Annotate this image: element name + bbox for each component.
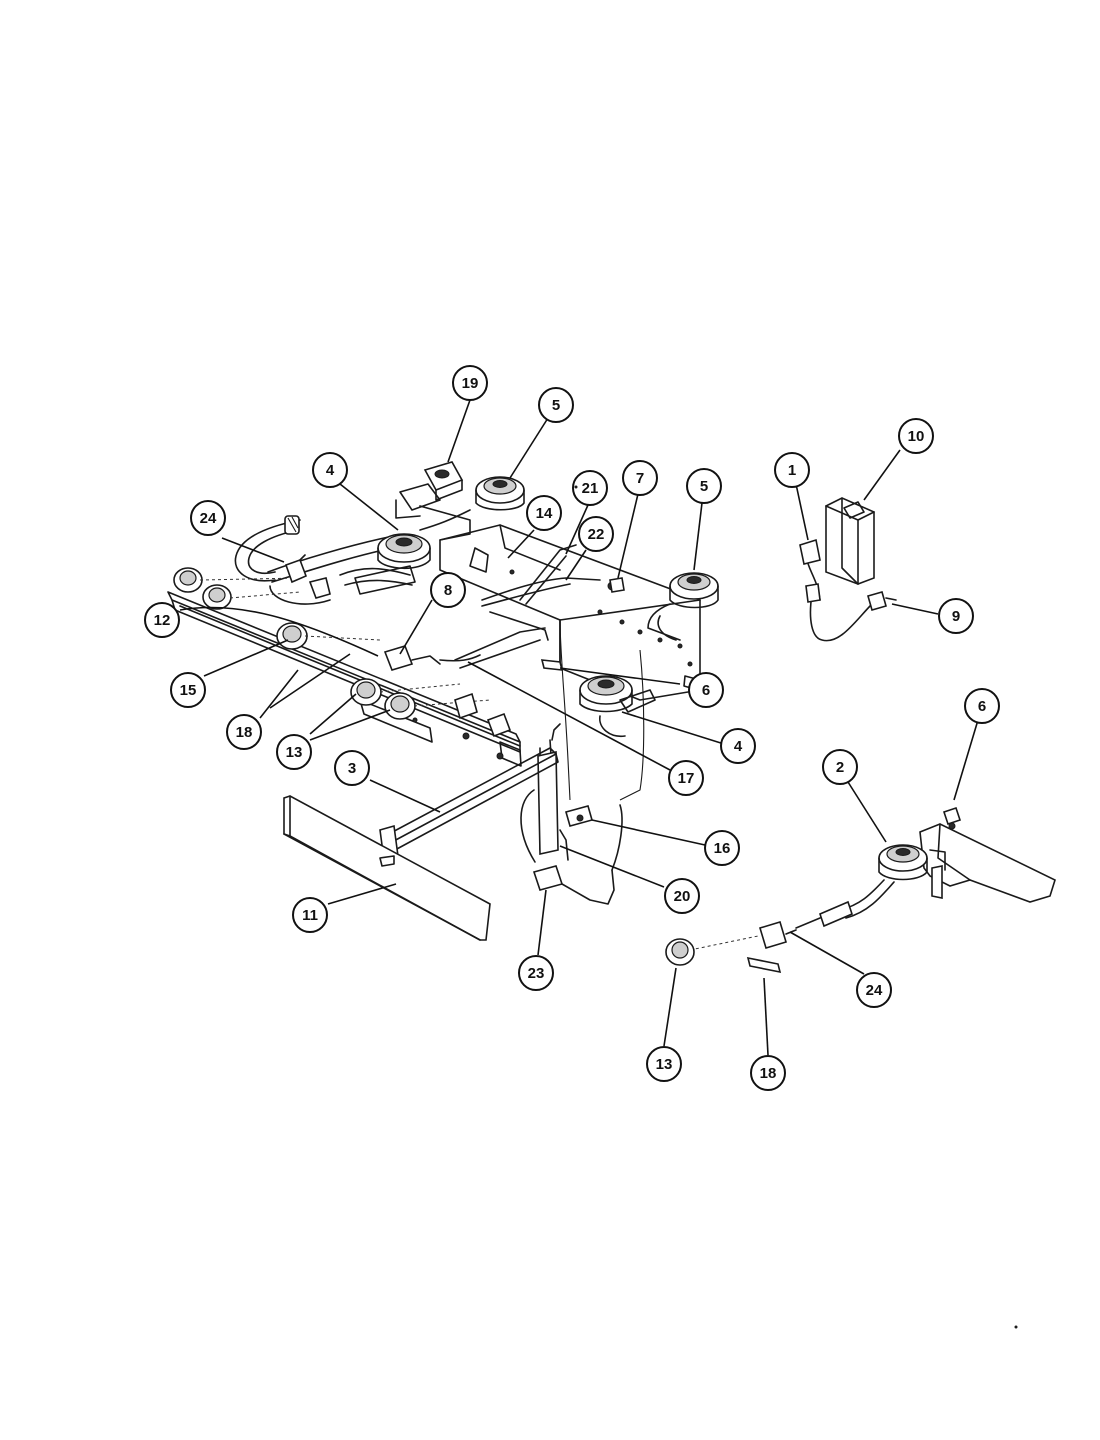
burner-4-top xyxy=(377,533,431,570)
svg-text:19: 19 xyxy=(462,375,479,392)
callout-5a: 5 xyxy=(538,387,574,423)
svg-text:8: 8 xyxy=(444,582,452,599)
svg-text:24: 24 xyxy=(200,510,217,527)
svg-text:2: 2 xyxy=(836,759,844,776)
svg-text:11: 11 xyxy=(302,907,318,924)
svg-text:5: 5 xyxy=(552,397,560,414)
callouts: 19 5 4 21 7 5 24 14 22 8 12 15 18 13 6 4… xyxy=(144,365,1000,1091)
callout-11: 11 xyxy=(292,897,328,933)
svg-text:21: 21 xyxy=(582,480,599,497)
manifold-pipe xyxy=(167,591,522,767)
part-3-support-bar xyxy=(379,747,559,862)
callout-24b: 24 xyxy=(856,972,892,1008)
burner-box-frame xyxy=(439,524,701,701)
svg-text:16: 16 xyxy=(714,840,731,857)
svg-text:20: 20 xyxy=(674,888,691,905)
burner-detail-assembly xyxy=(665,806,1056,974)
callout-9: 9 xyxy=(938,598,974,634)
ignition-wiring xyxy=(454,544,645,801)
main-burner-assembly xyxy=(167,461,719,941)
gas-inlet-pipe xyxy=(234,515,301,582)
callout-23: 23 xyxy=(518,955,554,991)
part-11-front-panel xyxy=(283,795,491,941)
svg-text:13: 13 xyxy=(286,744,303,761)
callout-5b: 5 xyxy=(686,468,722,504)
svg-text:13: 13 xyxy=(656,1056,673,1073)
callout-13b: 13 xyxy=(646,1046,682,1082)
svg-text:22: 22 xyxy=(588,526,605,543)
callout-14: 14 xyxy=(526,495,562,531)
svg-text:12: 12 xyxy=(154,612,171,629)
callout-16: 16 xyxy=(704,830,740,866)
callout-4b: 4 xyxy=(720,728,756,764)
callout-13a: 13 xyxy=(276,734,312,770)
valve-knobs xyxy=(173,567,491,720)
burner-5-right xyxy=(647,572,719,641)
svg-text:4: 4 xyxy=(326,462,335,479)
callout-10: 10 xyxy=(898,418,934,454)
svg-text:5: 5 xyxy=(700,478,708,495)
callout-3: 3 xyxy=(334,750,370,786)
callout-8: 8 xyxy=(430,572,466,608)
svg-text:6: 6 xyxy=(978,698,986,715)
svg-text:10: 10 xyxy=(908,428,925,445)
callout-2: 2 xyxy=(822,749,858,785)
callout-4a: 4 xyxy=(312,452,348,488)
callout-6b: 6 xyxy=(964,688,1000,724)
svg-text:24: 24 xyxy=(866,982,883,999)
svg-text:15: 15 xyxy=(180,682,197,699)
callout-17: 17 xyxy=(668,760,704,796)
svg-text:6: 6 xyxy=(702,682,710,699)
svg-text:18: 18 xyxy=(236,724,253,741)
callout-12: 12 xyxy=(144,602,180,638)
burner-4-front xyxy=(579,675,656,738)
svg-text:23: 23 xyxy=(528,965,545,982)
svg-text:7: 7 xyxy=(636,470,644,487)
svg-text:3: 3 xyxy=(348,760,356,777)
burner-5-top xyxy=(419,476,525,531)
callout-18a: 18 xyxy=(226,714,262,750)
callout-24a: 24 xyxy=(190,500,226,536)
leader-lines xyxy=(179,399,979,1056)
power-box-assembly xyxy=(799,497,897,642)
svg-text:17: 17 xyxy=(678,770,695,787)
callout-22: 22 xyxy=(578,516,614,552)
callout-21: 21 xyxy=(572,470,608,506)
callout-6a: 6 xyxy=(688,672,724,708)
callout-20: 20 xyxy=(664,878,700,914)
callout-1: 1 xyxy=(774,452,810,488)
gas-regulator-line xyxy=(520,723,623,905)
svg-text:9: 9 xyxy=(952,608,960,625)
svg-text:18: 18 xyxy=(760,1065,777,1082)
callout-7: 7 xyxy=(622,460,658,496)
callout-15: 15 xyxy=(170,672,206,708)
manifold-valves xyxy=(284,554,512,760)
svg-text:1: 1 xyxy=(788,462,796,479)
svg-text:14: 14 xyxy=(536,505,553,522)
svg-text:4: 4 xyxy=(734,738,743,755)
callout-18b: 18 xyxy=(750,1055,786,1091)
part-19-bracket xyxy=(395,461,471,541)
callout-19: 19 xyxy=(452,365,488,401)
